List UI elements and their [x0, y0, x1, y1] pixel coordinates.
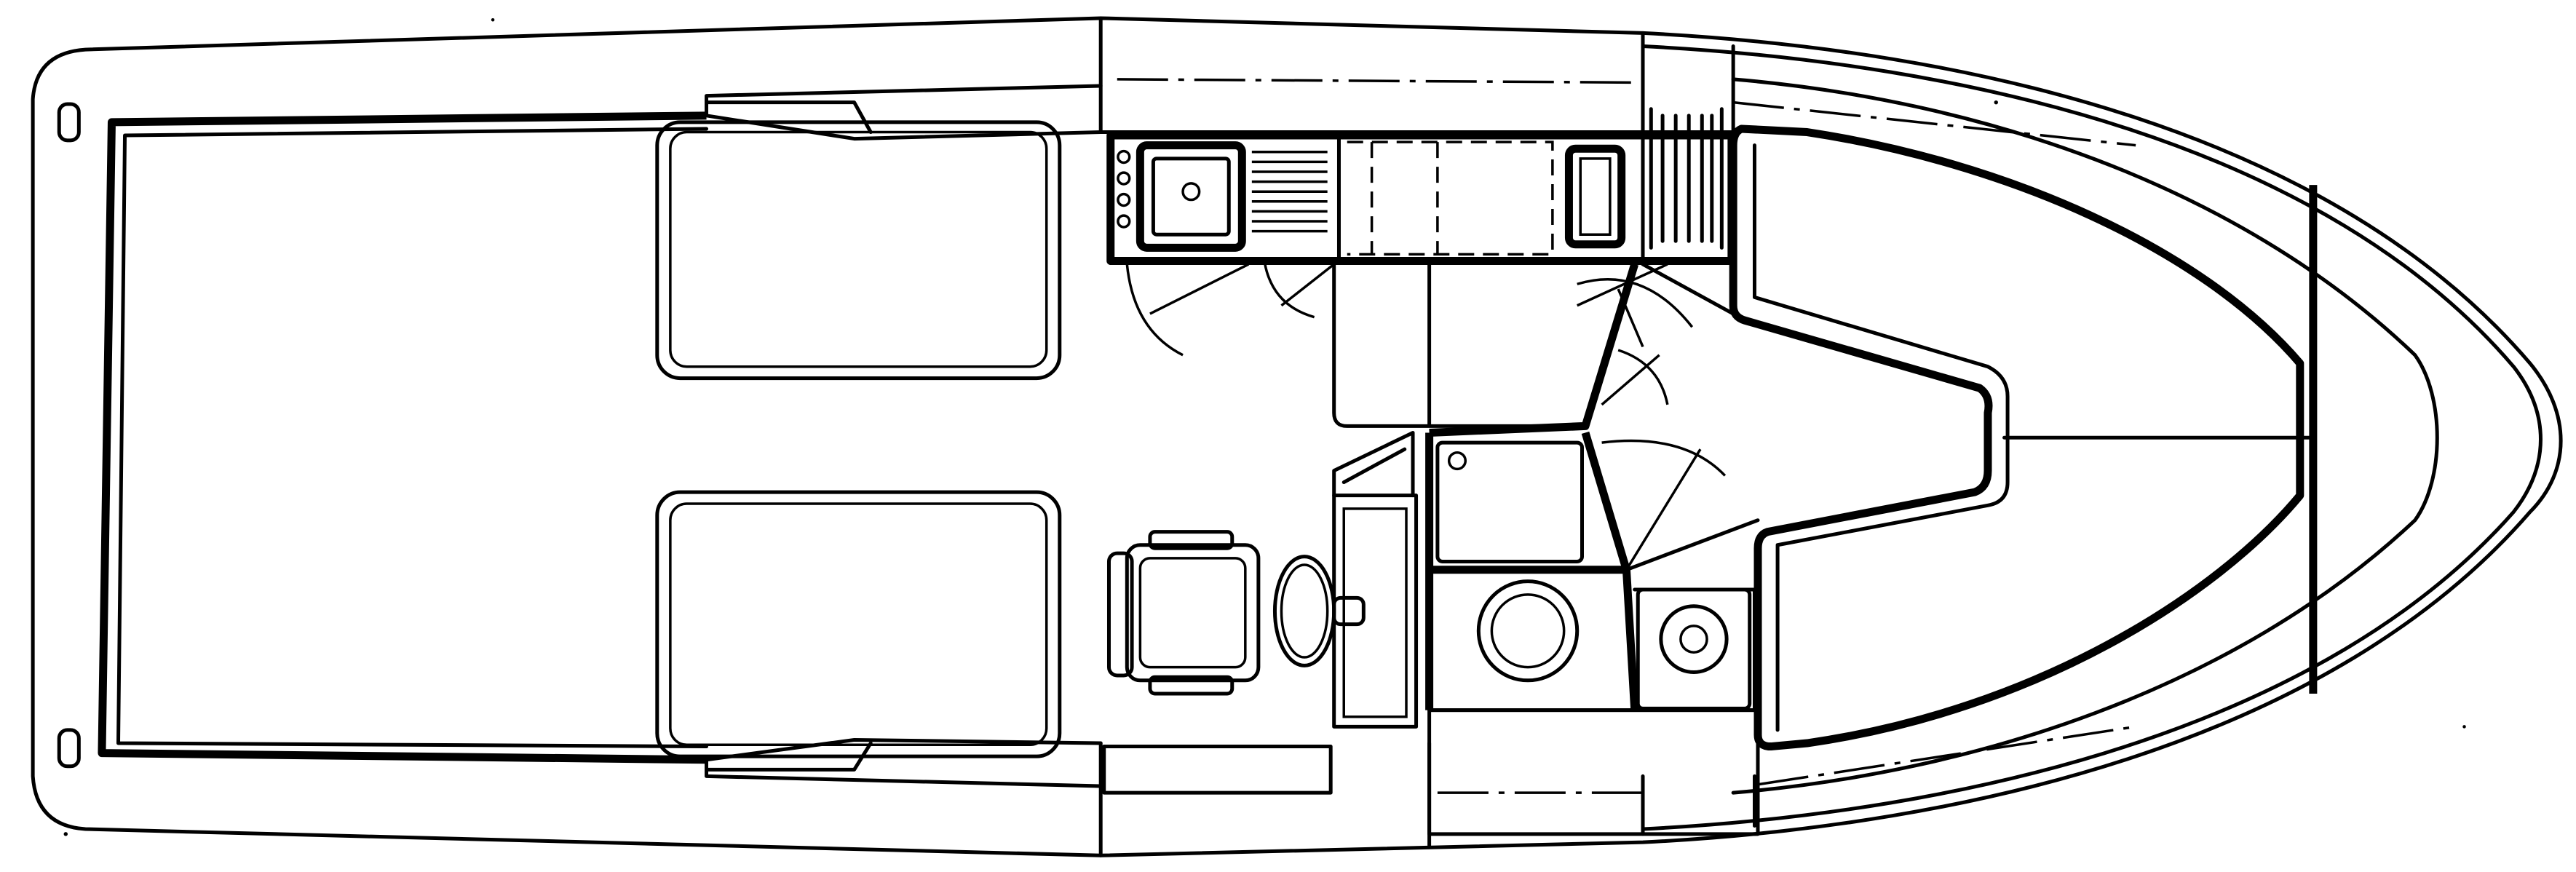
helm-console — [1334, 432, 1413, 495]
stove-knob — [1118, 173, 1130, 184]
cockpit-seat-upper-inner — [670, 132, 1047, 367]
toilet — [1478, 582, 1577, 681]
helm-seat-cushion — [1140, 558, 1245, 667]
helm-dash-panel — [1344, 509, 1406, 717]
deck-hatch-aft — [1430, 710, 1758, 834]
head-compartment — [1430, 432, 1755, 710]
galley-sink — [1140, 146, 1242, 248]
companionway-steps — [1334, 261, 1577, 426]
stern-cleat-port — [59, 104, 79, 140]
steering-shaft — [1334, 598, 1364, 624]
toilet-bowl — [1491, 595, 1564, 667]
head-door-swing — [1602, 441, 1725, 570]
steering-wheel-inner — [1281, 565, 1327, 657]
shower-drain-inner — [1681, 626, 1707, 652]
cabin-centerline-top — [1117, 79, 2136, 146]
forward-cabin — [1626, 129, 2313, 747]
cockpit-seat-lower — [657, 492, 1060, 756]
stove-burners — [1118, 151, 1130, 227]
drainboard — [1252, 152, 1328, 231]
cockpit-locker — [1104, 747, 1331, 793]
stove-knob — [1118, 215, 1130, 227]
step-rail — [1430, 264, 1635, 432]
salon — [1334, 261, 1692, 432]
cabin — [1101, 18, 2136, 855]
helm-seat-back — [1109, 553, 1132, 675]
side-deck-starboard — [707, 740, 1101, 786]
cockpit-seat-lower-inner — [670, 504, 1047, 745]
steering-wheel — [1275, 557, 1333, 666]
cockpit-coaming — [102, 116, 707, 760]
refrigerator-door — [1580, 159, 1610, 234]
galley — [1111, 109, 1732, 355]
helm-seat — [1127, 545, 1259, 681]
vanity — [1438, 443, 1582, 561]
refrigerator — [1569, 148, 1621, 245]
door-swing — [1265, 264, 1334, 317]
stove-knob — [1118, 194, 1130, 206]
helm-seat-footrest — [1150, 532, 1232, 549]
scan-specks — [63, 17, 2466, 836]
cabin-centerline-bottom — [1438, 726, 2136, 793]
vanity-drain — [1449, 453, 1466, 469]
side-deck-port — [707, 86, 1101, 139]
hull — [33, 18, 2561, 855]
cockpit-seat-upper — [657, 122, 1060, 378]
stove-knob — [1118, 151, 1130, 163]
door-swing — [1602, 350, 1668, 405]
galley-counter — [1111, 135, 1732, 261]
head-walls — [1430, 432, 1635, 710]
helm — [1109, 432, 1416, 726]
cockpit — [59, 86, 1101, 786]
galley-sink-basin — [1153, 159, 1229, 234]
hull-outline — [33, 18, 2561, 855]
stern-cleat-starboard — [59, 730, 79, 766]
shower-drain — [1661, 606, 1727, 673]
helm-seat-footrest — [1150, 677, 1232, 694]
companionway-ladder — [1651, 109, 1721, 248]
cabin-side — [1626, 264, 1758, 570]
sink-drain — [1183, 183, 1200, 200]
helm-dash — [1334, 496, 1416, 727]
hull-inner-line — [1643, 47, 2540, 829]
deck-edge — [1733, 79, 2437, 793]
galley-cabinets — [1347, 142, 1553, 254]
v-berth-inner — [1754, 146, 2008, 730]
door-swing — [1127, 264, 1248, 355]
cockpit-coaming-inner — [119, 129, 707, 747]
v-berth — [1733, 129, 2300, 747]
